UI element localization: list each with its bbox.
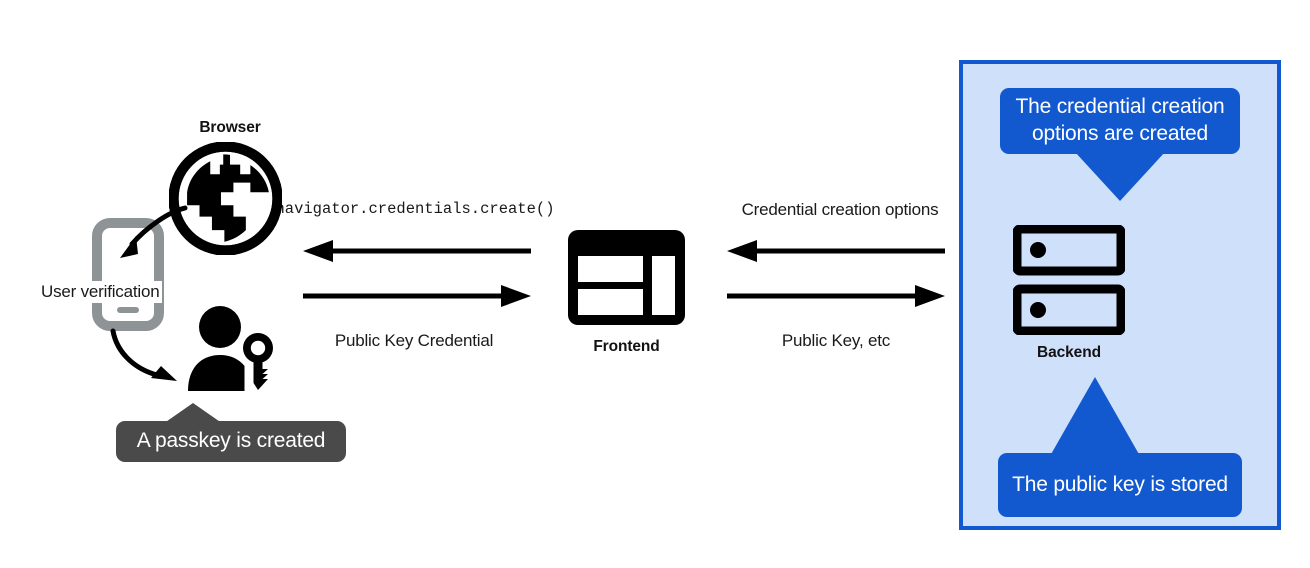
dashboard-layout-icon	[568, 230, 685, 325]
globe-icon	[168, 141, 283, 256]
server-stack-icon	[1012, 224, 1126, 336]
passkey-created-tooltip: A passkey is created	[116, 421, 346, 462]
browser-label: Browser	[199, 119, 261, 136]
backend-label: Backend	[1037, 344, 1101, 361]
public-key-stored-tooltip: The public key is stored	[998, 453, 1242, 517]
public-key-stored-tooltip-tail	[1050, 377, 1140, 462]
public-key-stored-tooltip-text: The public key is stored	[1012, 472, 1228, 496]
public-key-etc-label: Public Key, etc	[781, 331, 891, 350]
phone-to-user-arrow	[105, 325, 215, 395]
browser-to-frontend-arrow-left	[303, 238, 531, 264]
browser-to-phone-arrow	[90, 200, 220, 290]
credential-options-tooltip-tail	[1075, 152, 1165, 207]
frontend-to-backend-arrow-right	[727, 283, 945, 309]
frontend-to-backend-arrow-left	[727, 238, 945, 264]
public-key-credential-label: Public Key Credential	[334, 331, 494, 350]
browser-to-frontend-arrow-right	[303, 283, 531, 309]
frontend-label: Frontend	[593, 338, 660, 355]
smartphone-icon	[92, 218, 164, 331]
navigator-create-label: navigator.credentials.create()	[275, 200, 555, 218]
credential-options-tooltip: The credential creation options are crea…	[1000, 88, 1240, 154]
passkey-tooltip-tail	[158, 403, 228, 432]
credential-creation-options-label: Credential creation options	[741, 200, 939, 219]
person-with-key-icon	[186, 305, 282, 393]
credential-options-tooltip-text: The credential creation options are crea…	[1015, 95, 1225, 145]
user-verification-label: User verification	[38, 281, 163, 303]
